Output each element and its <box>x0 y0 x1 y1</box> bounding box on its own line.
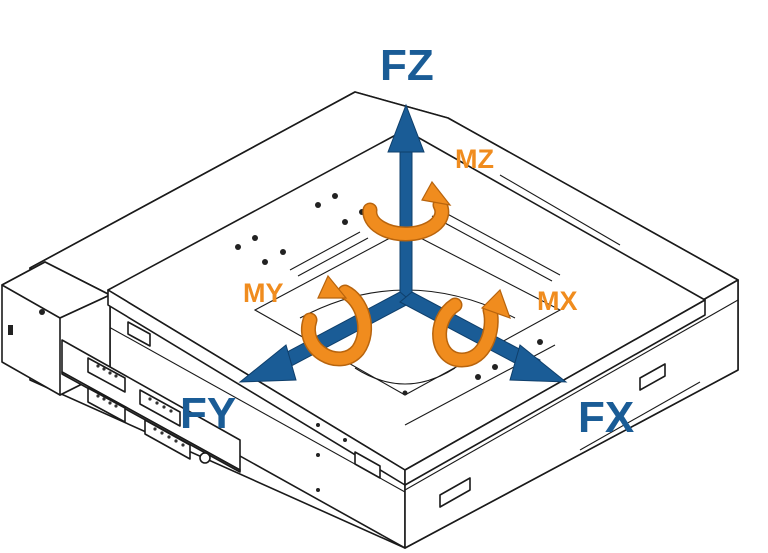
label-my: MY <box>243 278 284 308</box>
connector-housing <box>1 261 241 473</box>
sub-d-connectors <box>87 357 191 460</box>
fz-arrow <box>399 147 413 299</box>
mz-arrow <box>362 180 452 242</box>
label-fy: FY <box>180 389 236 438</box>
moment-arrows <box>300 180 511 368</box>
label-mz: MZ <box>455 144 494 174</box>
force-arrows <box>238 103 568 383</box>
label-fx: FX <box>578 393 634 442</box>
label-mx: MX <box>537 286 578 316</box>
label-fz: FZ <box>380 41 434 90</box>
mx-arrow <box>432 288 511 368</box>
my-arrow <box>300 274 373 367</box>
